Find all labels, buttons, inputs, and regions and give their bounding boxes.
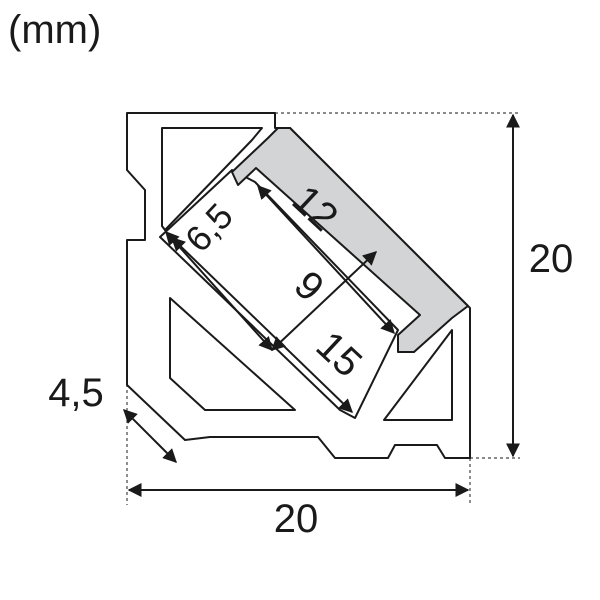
cavity-right (383, 329, 453, 421)
wall-dim-line (123, 409, 177, 463)
unit-label: (mm) (8, 8, 102, 52)
height-label: 20 (529, 237, 574, 281)
base-dim-line (170, 237, 354, 413)
wall-label: 4,5 (48, 371, 104, 415)
width-label: 20 (274, 497, 319, 541)
cavity-top (161, 127, 263, 231)
